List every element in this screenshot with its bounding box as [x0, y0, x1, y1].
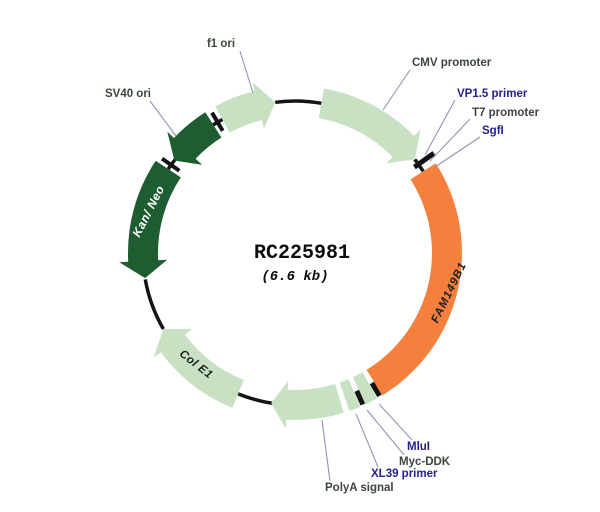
backbone-bottom-left-gap — [237, 392, 273, 406]
plasmid-name: RC225981 — [254, 242, 350, 265]
feature-tag-linker — [339, 379, 361, 411]
tick-xl39-site — [354, 389, 366, 406]
callout-line-myc-ddk — [366, 409, 405, 456]
label-mlui: MluI — [407, 441, 430, 453]
backbone-top-gap — [274, 99, 322, 106]
callout-line-cmv-promoter — [382, 69, 411, 111]
callout-line-xl39-primer — [355, 413, 379, 468]
feature-col-e1 — [153, 329, 244, 408]
feature-cmv-promoter — [318, 88, 421, 164]
callout-line-polya-signal — [321, 419, 331, 482]
backbone-left-gap — [143, 279, 165, 330]
callout-line-f1-ori — [239, 50, 254, 94]
label-t7-promoter: T7 promoter — [472, 107, 540, 119]
callout-line-vp15-primer — [424, 99, 456, 156]
feature-sv40-ori — [167, 112, 222, 165]
label-vp15-primer: VP1.5 primer — [457, 88, 528, 100]
label-f1-ori: f1 ori — [207, 38, 235, 50]
feature-polya-region — [271, 380, 344, 429]
tick-mlui-site — [369, 381, 382, 398]
callout-line-sgfi — [434, 136, 481, 168]
tick-sv40-f1-boundary — [210, 111, 225, 132]
callout-line-mlui — [378, 403, 413, 441]
feature-fam149b1 — [366, 163, 462, 396]
label-sgfi: SgfI — [482, 125, 504, 137]
label-myc-ddk: Myc-DDK — [399, 456, 451, 468]
feature-kan-neo — [119, 160, 181, 279]
callout-line-sv40-ori — [149, 100, 177, 137]
feature-myc-ddk-tag — [352, 372, 378, 405]
label-polya-signal: PolyA signal — [325, 482, 394, 494]
label-sv40-ori: SV40 ori — [105, 88, 151, 100]
features-group — [119, 82, 462, 429]
tick-sgfi-site — [412, 151, 436, 170]
feature-f1-ori — [215, 82, 276, 133]
label-cmv-promoter: CMV promoter — [412, 57, 492, 69]
ticks-group — [160, 111, 436, 406]
callout-lines-group — [149, 50, 481, 482]
plasmid-size: (6.6 kb) — [261, 269, 328, 285]
callout-line-t7-promoter — [429, 118, 471, 162]
tick-kan-sv40-boundary — [160, 156, 181, 173]
label-xl39-primer: XL39 primer — [371, 468, 438, 480]
